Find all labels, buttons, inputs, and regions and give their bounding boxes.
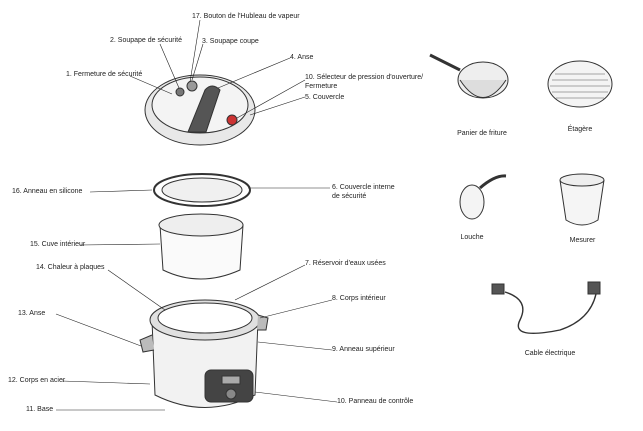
label-steel-body: 12. Corps en acier bbox=[8, 377, 66, 384]
measuring-cup bbox=[559, 179, 605, 226]
label-pressure-selector: 10. Sélecteur de pression d'ouverture/ bbox=[305, 74, 424, 81]
measuring-cup-rim bbox=[559, 173, 605, 187]
control-display bbox=[221, 375, 241, 385]
label-silicone-ring: 16. Anneau en silicone bbox=[12, 188, 83, 195]
basket-handle bbox=[429, 53, 461, 72]
cable-connector bbox=[587, 281, 601, 295]
caption-cable: Cable électrique bbox=[524, 350, 576, 357]
label-waste-reservoir: 7. Réservoir d'eaux usées bbox=[305, 260, 386, 267]
caption-basket: Panier de friture bbox=[457, 130, 507, 137]
label-lid: 5. Couvercle bbox=[305, 94, 345, 101]
label-steam-button: 17. Bouton de l'Hubleau de vapeur bbox=[192, 13, 300, 20]
label-lid-handle: 4. Anse bbox=[290, 54, 314, 61]
inner-pot bbox=[159, 224, 244, 280]
label-pressure-selector-2: Fermeture bbox=[305, 83, 338, 90]
label-cutoff-valve: 3. Soupape coupe bbox=[202, 38, 259, 45]
pressure-selector bbox=[226, 114, 238, 126]
label-inner-pot: 15. Cuve intérieur bbox=[30, 241, 86, 248]
label-inner-body: 8. Corps intérieur bbox=[332, 295, 386, 302]
ladle-bowl bbox=[459, 184, 485, 220]
control-knob bbox=[225, 388, 237, 400]
cooker-opening bbox=[157, 302, 253, 334]
caption-rack: Étagère bbox=[567, 126, 593, 133]
cooker-handle-right bbox=[257, 314, 269, 331]
caption-cup: Mesurer bbox=[569, 237, 596, 244]
rack bbox=[547, 60, 613, 108]
ladle-handle bbox=[479, 174, 507, 190]
rack-bars bbox=[550, 73, 610, 99]
cable-plug bbox=[491, 283, 505, 295]
lid-handle bbox=[187, 85, 221, 133]
label-control-panel: 10. Panneau de contrôle bbox=[337, 398, 414, 405]
label-inner-lid: 6. Couvercle interne bbox=[332, 184, 395, 191]
control-panel bbox=[204, 369, 254, 403]
inner-pot-rim bbox=[158, 213, 244, 237]
cutoff-valve bbox=[186, 80, 198, 92]
label-safety-valve: 2. Soupape de sécurité bbox=[110, 37, 182, 44]
label-safety-lock: 1. Fermeture de sécurité bbox=[66, 71, 143, 78]
label-inner-lid-2: de sécurité bbox=[332, 193, 367, 200]
caption-ladle: Louche bbox=[460, 234, 484, 241]
label-top-ring: 9. Anneau supérieur bbox=[332, 346, 395, 353]
safety-valve bbox=[175, 87, 185, 97]
basket-mesh bbox=[459, 79, 507, 98]
label-heating-plate: 14. Chaleur à plaques bbox=[36, 264, 105, 271]
label-base: 11. Base bbox=[26, 406, 54, 413]
power-cable bbox=[504, 291, 597, 334]
silicone-ring bbox=[153, 173, 251, 207]
inner-lid bbox=[161, 177, 243, 203]
label-body-handle: 13. Anse bbox=[18, 310, 46, 317]
cooker-handle-left bbox=[139, 334, 155, 353]
